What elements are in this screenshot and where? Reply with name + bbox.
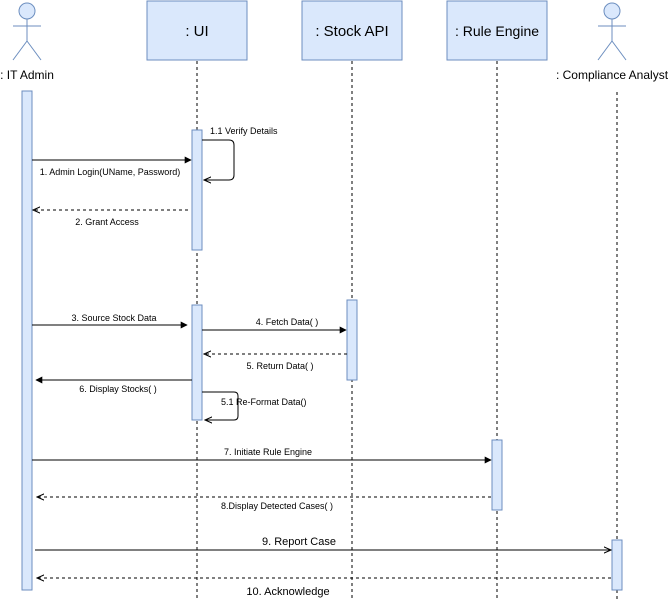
message-5-label: 5. Return Data( ) (246, 361, 313, 371)
activation-it-admin (21, 90, 33, 591)
actor-compliance-analyst-icon (597, 2, 627, 61)
message-9-label: 9. Report Case (262, 536, 336, 548)
activation-ui-2 (191, 304, 203, 421)
message-10-label: 10. Acknowledge (246, 586, 329, 598)
message-8-label: 8.Display Detected Cases( ) (221, 501, 333, 511)
message-7-label: 7. Initiate Rule Engine (224, 447, 312, 457)
message-2-label: 2. Grant Access (75, 217, 139, 227)
activation-compliance-analyst (611, 539, 623, 591)
activation-rule-engine (491, 439, 503, 511)
participant-ui: : UI (146, 0, 248, 61)
message-5-1-label: 5.1 Re-Format Data() (221, 397, 307, 407)
participant-stock-api: : Stock API (301, 0, 403, 61)
participant-rule-engine-label: : Rule Engine (455, 23, 539, 39)
participant-rule-engine: : Rule Engine (446, 0, 548, 61)
participant-stock-api-label: : Stock API (315, 23, 388, 40)
actor-compliance-analyst-label: : Compliance Analyst (556, 68, 669, 82)
participant-ui-label: : UI (185, 23, 208, 40)
actor-it-admin-icon (12, 2, 42, 61)
message-6-label: 6. Display Stocks( ) (79, 384, 157, 394)
message-1-1-label: 1.1 Verify Details (210, 126, 278, 136)
activation-ui-1 (191, 129, 203, 251)
activation-stock-api (346, 299, 358, 381)
actor-it-admin-label: : IT Admin (0, 68, 54, 82)
message-5-1-arrow (202, 391, 239, 420)
message-4-label: 4. Fetch Data( ) (256, 317, 319, 327)
message-1-label: 1. Admin Login(UName, Password) (40, 167, 181, 177)
message-3-label: 3. Source Stock Data (71, 313, 156, 323)
message-1-1-arrow (202, 139, 235, 180)
